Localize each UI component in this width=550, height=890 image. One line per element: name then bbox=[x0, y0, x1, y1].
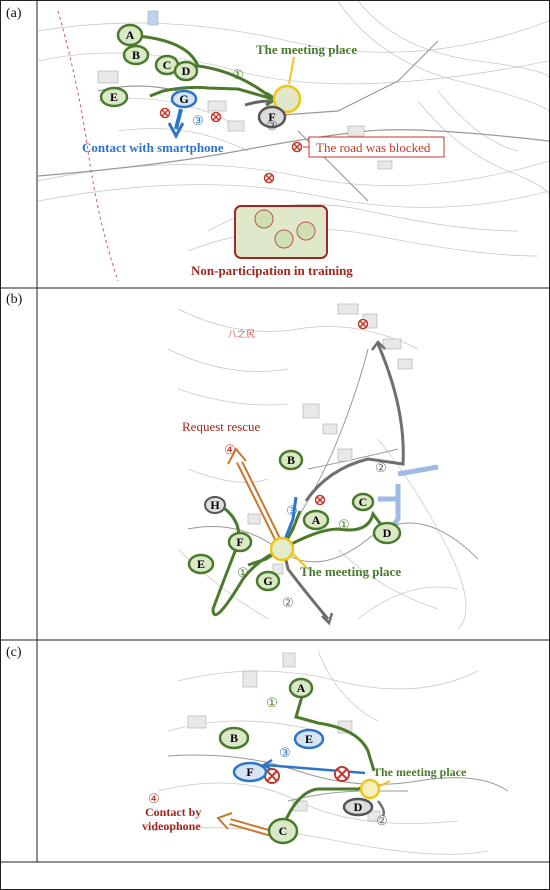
panel-c-route-2-number: ② bbox=[376, 813, 388, 828]
panel-a-route-2-number: ② bbox=[266, 118, 278, 133]
panel-b-house-e bbox=[187, 553, 215, 575]
panel-a-route-3 bbox=[174, 108, 183, 130]
panel-c-house-b bbox=[218, 726, 250, 750]
panel-b-house-e-label: E bbox=[197, 557, 205, 571]
panel-a-nonpart-callout: Non-participation in training bbox=[191, 263, 353, 278]
panel-c-house-c-label: C bbox=[279, 824, 288, 838]
panel-b-house-h bbox=[204, 496, 226, 514]
non-part-house-3 bbox=[296, 221, 316, 241]
panel-b-house-f bbox=[227, 531, 253, 553]
panel-a-blocked-box bbox=[308, 136, 445, 158]
panel-c-meeting-callout: The meeting place bbox=[373, 765, 467, 779]
panel-b-house-g-label: G bbox=[263, 574, 272, 588]
panel-a-label: (a) bbox=[6, 6, 22, 21]
panel-c-meeting-marker bbox=[359, 778, 381, 800]
panel-a-house-d-label: D bbox=[182, 64, 191, 78]
panel-c-videophone-callout-1: Contact by bbox=[145, 805, 201, 819]
panel-a-route-2 bbox=[244, 99, 271, 107]
panel-b-label: (b) bbox=[6, 292, 23, 307]
panel-b-route-1 bbox=[211, 502, 390, 617]
panel-b-meeting-callout: The meeting place bbox=[300, 564, 401, 579]
panel-a-house-f bbox=[257, 105, 287, 129]
panel-b-house-c-label: C bbox=[359, 495, 368, 509]
panel-b-house-b bbox=[278, 449, 304, 471]
panel-c-house-e-label: E bbox=[305, 732, 313, 746]
panel-c-house-d bbox=[342, 797, 374, 817]
panel-c-house-f-label: F bbox=[246, 765, 253, 779]
panel-b-route-1-number-b: ① bbox=[237, 565, 249, 580]
panel-a-map: A B C D E F G ① ② ③ The bbox=[38, 1, 549, 282]
non-part-house-1 bbox=[254, 209, 274, 229]
panel-a-house-c-label: C bbox=[163, 58, 172, 72]
panel-c-map: A B C D E F ① ② ③ ④ The meeting place Co… bbox=[142, 650, 509, 855]
panel-b-route-3-number: ③ bbox=[286, 503, 298, 518]
panel-b-buildings bbox=[247, 303, 413, 575]
panel-b-house-a-label: A bbox=[312, 513, 321, 527]
panel-b-house-g bbox=[255, 570, 281, 592]
panel-c-house-c bbox=[267, 817, 299, 845]
panel-c-house-a bbox=[288, 677, 314, 699]
panel-b-house-d bbox=[372, 521, 402, 545]
panel-a-house-a bbox=[116, 23, 144, 47]
panel-b-blocked-markers bbox=[314, 318, 369, 506]
panel-c-house-e bbox=[293, 728, 325, 750]
panel-c-route-3-number: ③ bbox=[279, 745, 291, 760]
panel-a-meeting-marker bbox=[272, 84, 302, 114]
panel-b-place-name: 八之尻 bbox=[228, 328, 255, 339]
panel-a-house-a-label: A bbox=[126, 28, 135, 42]
panel-a-blocked-callout: The road was blocked bbox=[316, 140, 431, 155]
panel-a-house-d bbox=[173, 60, 199, 82]
panel-c-route-4 bbox=[216, 812, 271, 837]
panel-c-house-d-label: D bbox=[354, 800, 363, 814]
panel-b-house-a bbox=[302, 509, 330, 531]
panel-c-house-a-label: A bbox=[297, 681, 306, 695]
panel-a-house-b bbox=[122, 44, 150, 66]
panel-a-house-b-label: B bbox=[132, 48, 140, 62]
panel-c-house-f bbox=[232, 761, 268, 783]
panel-c-buildings bbox=[187, 652, 381, 822]
panel-a-house-g-label: G bbox=[179, 92, 188, 106]
panel-b-house-d-label: D bbox=[383, 526, 392, 540]
panel-a-contact-callout: Contact with smartphone bbox=[82, 140, 224, 155]
panel-a-house-e-label: E bbox=[110, 90, 118, 104]
panel-b-house-c bbox=[351, 492, 375, 512]
panel-c-videophone-callout-2: videophone bbox=[142, 819, 201, 833]
panel-b-route-1-number-a: ① bbox=[338, 517, 350, 532]
panel-b-route-2 bbox=[281, 343, 405, 620]
panel-a-house-f-label: F bbox=[268, 110, 275, 124]
panel-a-boundary bbox=[57, 10, 119, 282]
panel-b-house-b-label: B bbox=[287, 453, 295, 467]
panel-b-route-4 bbox=[227, 447, 283, 544]
panel-a-meeting-callout: The meeting place bbox=[256, 42, 357, 57]
panel-a-house-e bbox=[99, 86, 129, 108]
panel-c-route-1-number: ① bbox=[266, 695, 278, 710]
panel-b-route-2-number-b: ② bbox=[282, 595, 294, 610]
panel-a-route-3-number: ③ bbox=[192, 113, 204, 128]
panel-a-route-1 bbox=[137, 34, 274, 101]
panel-a-house-g bbox=[170, 89, 198, 109]
panel-c-route-3 bbox=[264, 763, 366, 775]
panel-c-label: (c) bbox=[6, 645, 22, 660]
panel-b-route-4-number: ④ bbox=[224, 442, 236, 457]
panel-c-route-1 bbox=[281, 692, 376, 827]
panel-c-route-4-number: ④ bbox=[148, 791, 160, 806]
non-part-house-2 bbox=[274, 229, 294, 249]
panel-a-blocked-markers bbox=[159, 107, 303, 184]
panel-b-house-f-label: F bbox=[236, 535, 243, 549]
panel-c-route-2 bbox=[377, 800, 386, 817]
panel-c-house-b-label: B bbox=[230, 731, 238, 745]
panel-b-rescue-callout: Request rescue bbox=[182, 419, 261, 434]
panel-a-route-1-number: ① bbox=[232, 67, 244, 82]
panel-b-house-h-label: H bbox=[210, 498, 220, 512]
panel-b-map: 八之尻 bbox=[167, 303, 479, 630]
panel-b-route-2-number-a: ② bbox=[375, 460, 387, 475]
panel-b-meeting-marker bbox=[269, 536, 295, 562]
